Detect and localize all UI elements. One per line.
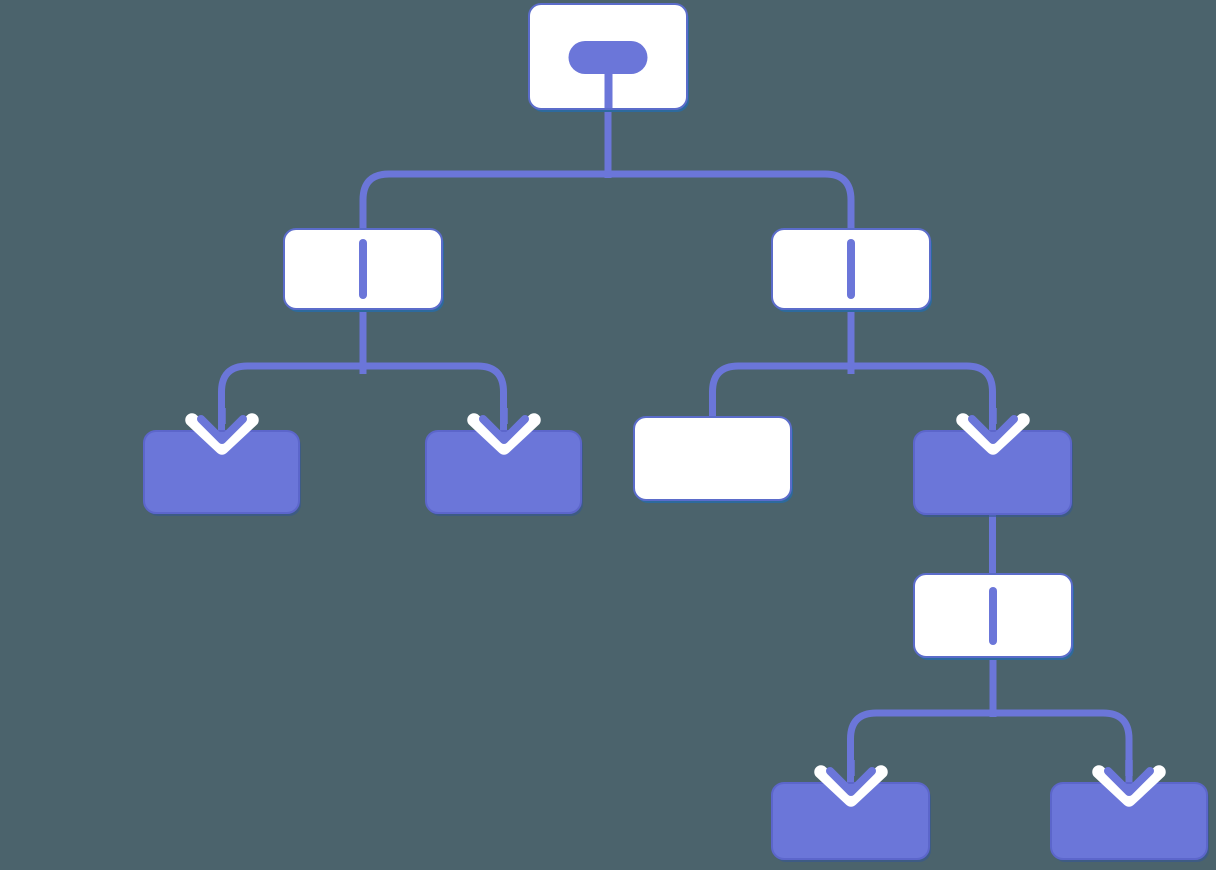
chevron-down-arrow-icon [955, 408, 1030, 455]
chevron-down-arrow-icon [184, 408, 259, 455]
node-branch-mid[interactable] [913, 408, 1072, 515]
node-leaf-e[interactable] [1050, 760, 1208, 860]
chevron-down-arrow-icon [813, 760, 888, 807]
node-branch-left[interactable] [283, 228, 443, 310]
node-root[interactable] [528, 3, 688, 110]
connector-edge [218, 362, 507, 432]
chevron-down-arrow-icon [1092, 760, 1166, 807]
node-branch-right[interactable] [771, 228, 931, 310]
chevron-down-arrow-icon [466, 408, 541, 455]
caret-bar-icon [989, 586, 997, 645]
caret-bar-icon [359, 239, 367, 299]
node-branch-sub[interactable] [913, 573, 1073, 658]
node-leaf-d[interactable] [771, 760, 930, 860]
pill-stem-icon [568, 41, 648, 74]
connector-edge [847, 709, 1133, 784]
caret-bar-icon [847, 239, 855, 299]
node-leaf-b[interactable] [425, 408, 582, 514]
node-leaf-c[interactable] [633, 416, 792, 501]
connector-edge [359, 170, 855, 228]
node-leaf-a[interactable] [143, 408, 300, 514]
